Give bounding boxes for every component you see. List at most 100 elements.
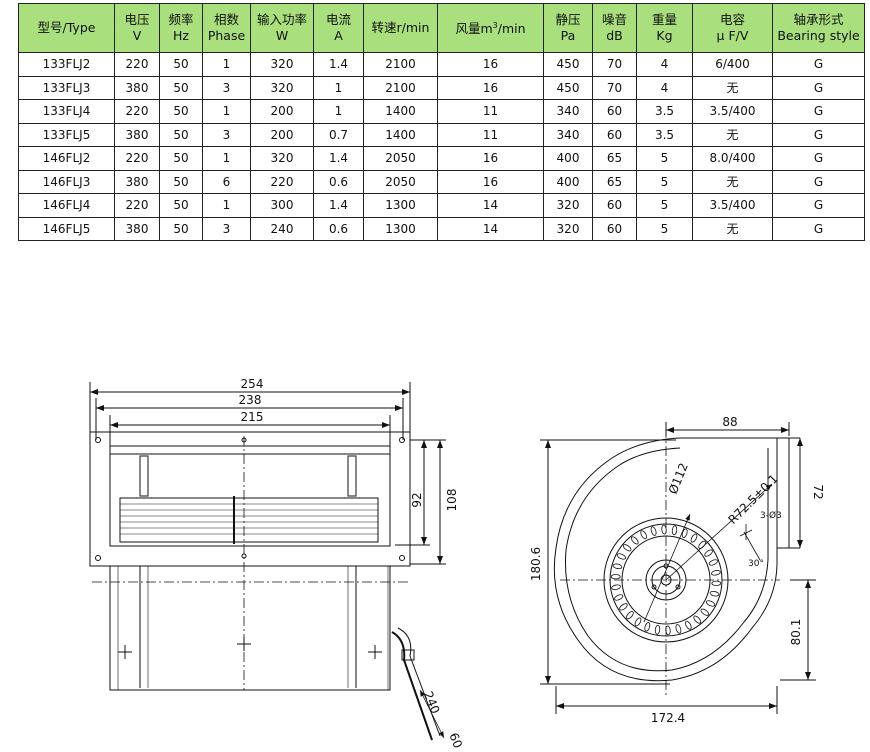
table-cell: 50 bbox=[159, 193, 203, 218]
column-header-unit: V bbox=[132, 28, 142, 43]
column-header-label: 相数 bbox=[213, 12, 239, 27]
table-cell: 50 bbox=[159, 99, 203, 124]
table-cell: 450 bbox=[543, 52, 593, 77]
table-cell: 50 bbox=[159, 52, 203, 77]
table-cell: 1 bbox=[202, 99, 251, 124]
table-cell: G bbox=[772, 52, 865, 77]
table-cell: 50 bbox=[159, 216, 203, 241]
table-cell: 320 bbox=[250, 75, 314, 100]
table-cell: 1.4 bbox=[313, 52, 364, 77]
impeller-blade bbox=[654, 624, 661, 635]
table-cell: 1400 bbox=[363, 122, 438, 147]
front-view bbox=[89, 382, 446, 741]
table-cell: G bbox=[772, 122, 865, 147]
table-cell: 320 bbox=[543, 193, 593, 218]
table-cell: 60 bbox=[592, 193, 637, 218]
table-cell: 1.4 bbox=[313, 193, 364, 218]
table-cell: 14 bbox=[437, 216, 544, 241]
table-cell: 320 bbox=[543, 216, 593, 241]
table-cell: 0.6 bbox=[313, 216, 364, 241]
impeller-blade bbox=[626, 611, 634, 620]
dim-72: 72 bbox=[811, 484, 825, 499]
table-cell: 无 bbox=[692, 75, 773, 100]
table-cell: 70 bbox=[592, 52, 637, 77]
impeller-blade bbox=[711, 580, 722, 586]
table-cell: 200 bbox=[250, 122, 314, 147]
table-cell: 0.6 bbox=[313, 169, 364, 194]
table-cell: 3 bbox=[202, 75, 251, 100]
dim-92: 92 bbox=[410, 492, 424, 507]
table-cell: 14 bbox=[437, 193, 544, 218]
table-cell: 5 bbox=[636, 146, 693, 171]
column-header-unit: Kg bbox=[656, 28, 673, 43]
impeller-blade bbox=[611, 584, 621, 590]
table-cell: 60 bbox=[592, 216, 637, 241]
table-cell: 无 bbox=[692, 169, 773, 194]
table-cell: 6/400 bbox=[692, 52, 773, 77]
impeller-blade bbox=[622, 544, 632, 552]
table-cell: G bbox=[772, 146, 865, 171]
table-cell: 380 bbox=[114, 122, 160, 147]
table-cell: 400 bbox=[543, 146, 593, 171]
table-cell: 11 bbox=[437, 122, 544, 147]
column-header-unit: W bbox=[275, 28, 289, 43]
table-cell: 146FLJ4 bbox=[18, 193, 115, 218]
table-cell: 240 bbox=[250, 216, 314, 241]
table-cell: 146FLJ3 bbox=[18, 169, 115, 194]
table-cell: 60 bbox=[592, 99, 637, 124]
table-cell: 1 bbox=[202, 52, 251, 77]
column-header-unit: dB bbox=[606, 28, 623, 43]
column-header-label: 电压 bbox=[124, 12, 150, 27]
table-cell: 1300 bbox=[363, 216, 438, 241]
impeller-blade bbox=[630, 536, 639, 545]
table-cell: 0.7 bbox=[313, 122, 364, 147]
table-cell: 220 bbox=[114, 193, 160, 218]
table-cell: 3.5/400 bbox=[692, 193, 773, 218]
impeller-blade bbox=[661, 524, 667, 535]
impeller-blade bbox=[675, 624, 682, 634]
impeller-blade bbox=[614, 594, 624, 601]
table-cell: 2050 bbox=[363, 169, 438, 194]
impeller-blade bbox=[610, 574, 621, 580]
table-cell: 1400 bbox=[363, 99, 438, 124]
dim-240: 240 bbox=[421, 689, 443, 715]
table-cell: 1 bbox=[313, 75, 364, 100]
table-cell: G bbox=[772, 75, 865, 100]
table-cell: 2050 bbox=[363, 146, 438, 171]
impeller-blade bbox=[619, 603, 628, 611]
impeller-blade bbox=[684, 620, 692, 630]
table-cell: 220 bbox=[250, 169, 314, 194]
dim-215: 215 bbox=[241, 410, 264, 424]
table-cell: 无 bbox=[692, 122, 773, 147]
side-view bbox=[540, 422, 816, 714]
table-cell: 3.5 bbox=[636, 122, 693, 147]
table-cell: 1 bbox=[202, 193, 251, 218]
column-header-label: 噪音 bbox=[601, 12, 627, 27]
table-cell: G bbox=[772, 193, 865, 218]
table-cell: 1 bbox=[202, 146, 251, 171]
table-cell: 16 bbox=[437, 52, 544, 77]
table-cell: 无 bbox=[692, 216, 773, 241]
impeller-blade bbox=[708, 559, 718, 566]
table-cell: 50 bbox=[159, 75, 203, 100]
table-cell: 2100 bbox=[363, 75, 438, 100]
impeller-blade bbox=[640, 530, 648, 540]
table-cell: 2100 bbox=[363, 52, 438, 77]
table-cell: 3.5/400 bbox=[692, 99, 773, 124]
table-cell: 146FLJ5 bbox=[18, 216, 115, 241]
impeller-blade bbox=[700, 608, 710, 616]
impeller-blade bbox=[693, 615, 702, 624]
table-cell: 6 bbox=[202, 169, 251, 194]
impeller-blade bbox=[711, 570, 721, 576]
table-cell: 16 bbox=[437, 75, 544, 100]
table-cell: 220 bbox=[114, 52, 160, 77]
